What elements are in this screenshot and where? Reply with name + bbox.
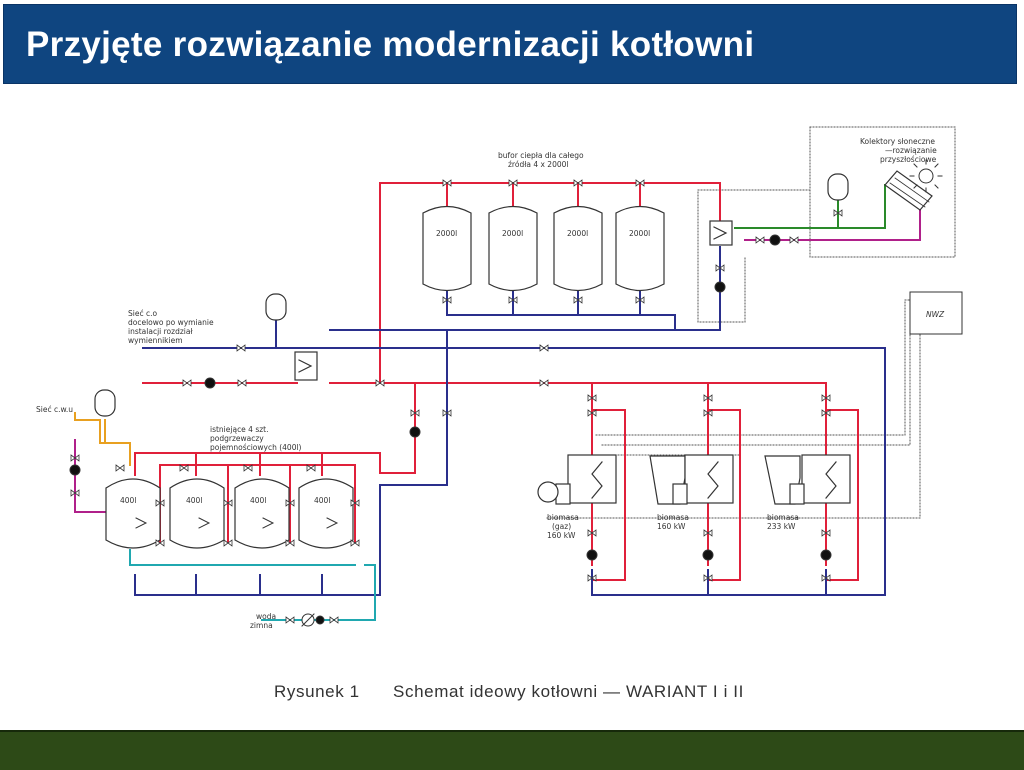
siec-co-line3: instalacji rozdział [128,327,193,336]
buffer-tanks [422,205,665,292]
circulation-lines [74,209,921,513]
figure-number: Rysunek 1 [274,682,360,701]
heaters-line3: pojemnościowych (400l) [210,443,302,452]
pumps [69,234,832,625]
cold-water-line1: woda [256,612,276,621]
valves [70,179,843,624]
buffer-1-label: 2000l [436,229,457,238]
heat-exchangers [294,220,733,381]
siec-co-line2: docelowo po wymianie [128,318,214,327]
boiler-2-line1: biomasa [657,513,689,522]
cold-water-line2: zimna [250,621,273,630]
boilers [537,454,851,505]
solar-label-line2: —rozwiązanie [885,146,937,155]
buffer-4-label: 2000l [629,229,650,238]
cold-water-lines [129,549,376,621]
solar-label-line3: przyszłościowe [880,155,937,164]
buffer-title-line1: bufor ciepła dla całego [498,151,584,160]
tank-2-label: 400l [186,496,202,505]
boiler-room-schematic: bufor ciepła dla całego źródła 4 x 2000l… [36,126,963,630]
buffer-title-line2: źródła 4 x 2000l [508,160,568,169]
tank-4-label: 400l [314,496,330,505]
solar-lines [734,184,886,229]
tank-1-label: 400l [120,496,136,505]
boiler-1-line1: biomasa [547,513,579,522]
siec-cwu-label: Sieć c.w.u [36,405,73,414]
figure-text: Schemat ideowy kotłowni — WARIANT I i II [393,682,744,701]
heaters-line1: istniejące 4 szt. [210,425,269,434]
figure-caption: Rysunek 1 Schemat ideowy kotłowni — WARI… [274,682,772,702]
boiler-3-line2: 233 kW [767,522,796,531]
expansion-vessels [94,173,849,417]
tank-3-label: 400l [250,496,266,505]
footer-bar [0,730,1024,770]
water-meter-marker [301,613,315,627]
nwz-controller [909,291,963,335]
nwz-label: NWZ [926,310,945,319]
buffer-3-label: 2000l [567,229,588,238]
heaters-line2: podgrzewaczy [210,434,264,443]
boiler-1-line3: 160 kW [547,531,576,540]
siec-co-line1: Sieć c.o [128,309,157,318]
siec-co-line4: wymiennikiem [128,336,183,345]
solar-collector [884,159,943,211]
title-bar: Przyjęte rozwiązanie modernizacji kotłow… [3,4,1017,84]
boiler-3-line1: biomasa [767,513,799,522]
boiler-2-line2: 160 kW [657,522,686,531]
dhw-lines [74,412,131,466]
return-lines [134,246,886,596]
solar-label-line1: Kolektory słoneczne [860,137,935,146]
hot-water-tanks [105,478,354,549]
boiler-1-line2: (gaz) [552,522,571,531]
slide-title: Przyjęte rozwiązanie modernizacji kotłow… [26,25,755,64]
buffer-2-label: 2000l [502,229,523,238]
